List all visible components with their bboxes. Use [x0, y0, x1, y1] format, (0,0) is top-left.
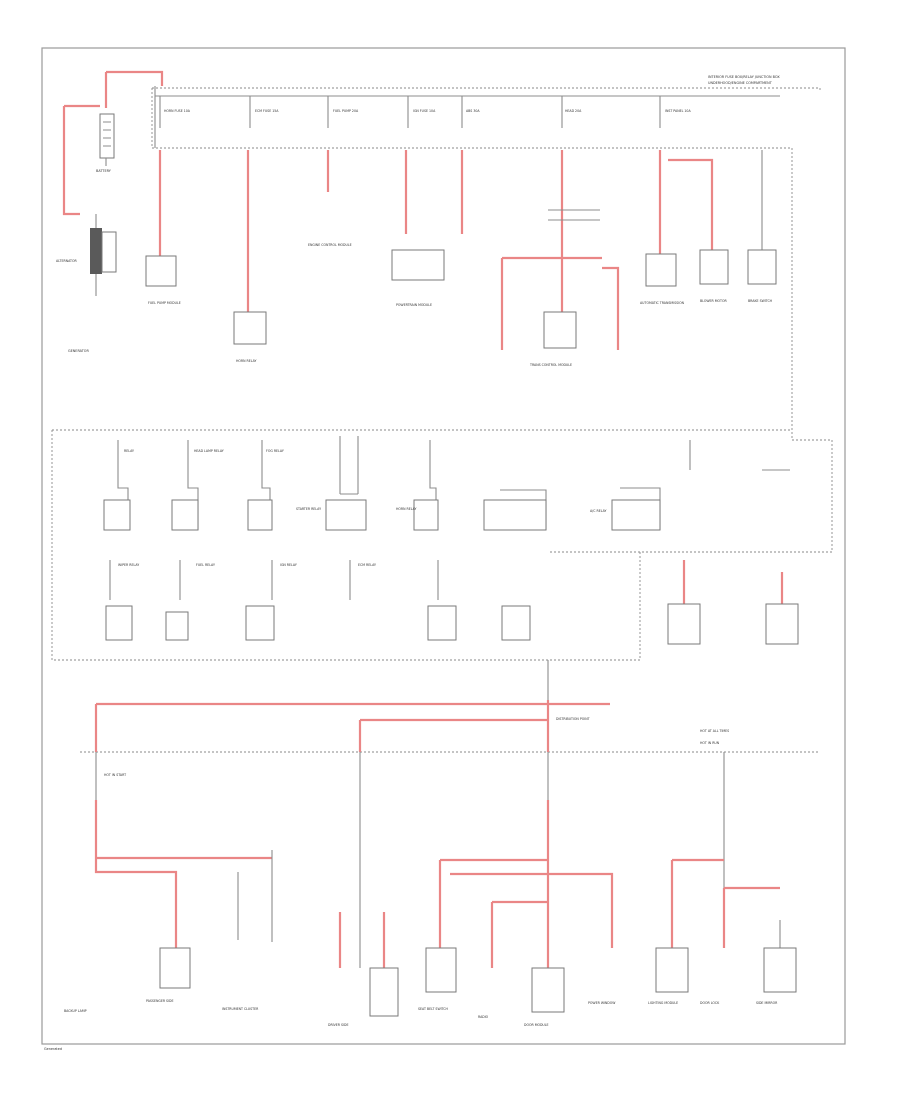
top-component-7: BLOWER MOTOR	[700, 299, 727, 303]
lower-bus-label-2: HOT AT ALL TIMES	[700, 729, 729, 733]
trans-control-module-box	[543, 311, 577, 349]
lower-component-10: DOOR LOCK	[700, 1001, 720, 1005]
top-component-4: POWERTRAIN MODULE	[396, 303, 432, 307]
wire-trans-branch	[500, 256, 620, 350]
wire-driver-side	[338, 912, 386, 968]
lower-component-9: LIGHTING MODULE	[648, 1001, 678, 1005]
battery-icon	[99, 113, 115, 159]
generator-label: GENERATOR	[68, 349, 89, 353]
top-fusebox-outline	[151, 87, 821, 440]
wire-auto-trans	[658, 150, 714, 254]
header-line-2: UNDERHOOD/ENGINE COMPARTMENT	[708, 81, 773, 85]
blower-motor-box	[699, 249, 729, 285]
wire-seat-belt	[438, 858, 614, 948]
diagram-frame	[41, 47, 846, 1045]
top-fuse-7: INST PANEL 10A	[665, 109, 691, 113]
top-component-3: ENGINE CONTROL MODULE	[308, 243, 352, 247]
instrument-cluster-box	[369, 967, 399, 1017]
wire-power-window	[490, 900, 548, 968]
wire-door-lock	[722, 886, 780, 948]
battery-positive-wire	[106, 70, 164, 86]
generator-2-box	[765, 603, 799, 645]
distribution-mid-drop	[358, 718, 548, 752]
generator-icon	[90, 228, 117, 274]
mid-label-5: HORN RELAY	[396, 507, 417, 511]
auto-transmission-box	[645, 253, 677, 287]
top-fuse-droppers	[159, 96, 661, 128]
lower-component-7: POWER WINDOW	[588, 1001, 616, 1005]
lower-component-4: DRIVER SIDE	[328, 1023, 348, 1027]
alternator-note: ALTERNATOR	[56, 259, 77, 263]
lower-component-11: SIDE MIRROR	[756, 1001, 778, 1005]
top-component-6: AUTOMATIC TRANSMISSION	[640, 301, 685, 305]
top-fuse-2: ECM FUSE 15A	[255, 109, 279, 113]
side-mirror-box	[763, 947, 797, 993]
mid-label-10: ECM RELAY	[358, 563, 376, 567]
top-component-8: BRAKE SWITCH	[748, 299, 773, 303]
backup-lamp-box	[159, 947, 191, 989]
seat-belt-switch-box	[425, 947, 457, 993]
mid-label-6: A/C RELAY	[590, 509, 607, 513]
lower-component-6: DOOR MODULE	[524, 1023, 549, 1027]
lower-component-3: INSTRUMENT CLUSTER	[222, 1007, 259, 1011]
lower-component-2: PASSENGER SIDE	[146, 999, 174, 1003]
brake-switch-box	[747, 249, 777, 285]
battery-label: BATTERY	[96, 169, 112, 173]
lighting-lower-box	[655, 947, 689, 993]
lower-bus-label-3: HOT IN RUN	[700, 741, 720, 745]
top-fuse-3: FUEL PUMP 20A	[333, 109, 359, 113]
lower-fusebox-outline	[51, 430, 641, 661]
top-component-2: HORN RELAY	[236, 359, 257, 363]
mid-label-3: FOG RELAY	[266, 449, 284, 453]
mid-label-1: RELAY	[124, 449, 134, 453]
lower-component-8: RADIO	[478, 1015, 489, 1019]
lower-bus-label-4: HOT IN START	[104, 773, 126, 777]
mid-relay-group	[103, 436, 790, 641]
lower-component-5: SEAT BELT SWITCH	[418, 1007, 449, 1011]
lower-droppers	[95, 752, 725, 800]
mid-label-9: IGN RELAY	[280, 563, 297, 567]
lower-component-1: BACKUP LAMP	[64, 1009, 87, 1013]
powertrain-module-box	[391, 249, 445, 281]
mid-label-2: HEAD LAMP RELAY	[194, 449, 224, 453]
top-fuse-1: HORN FUSE 10A	[164, 109, 191, 113]
wire-backup-lamp	[94, 800, 178, 948]
horn-relay-box	[233, 311, 267, 345]
fuel-pump-module-box	[145, 255, 177, 287]
mid-label-7: WIPER RELAY	[118, 563, 139, 567]
mid-label-8: FUEL RELAY	[196, 563, 215, 567]
top-fuse-4: IGN FUSE 10A	[413, 109, 436, 113]
mid-fusebox-outline	[52, 429, 833, 553]
mid-label-4: STARTER RELAY	[296, 507, 321, 511]
top-fuse-5: ABS 30A	[466, 109, 480, 113]
door-module-box	[531, 967, 565, 1013]
footer-label: Generated	[44, 1047, 62, 1051]
generator-feed-side	[62, 106, 80, 216]
top-component-5: TRANS CONTROL MODULE	[529, 363, 572, 367]
wire-lighting-lower	[670, 858, 724, 948]
top-fuse-6: HEAD 20A	[565, 109, 582, 113]
top-component-1: FUEL PUMP MODULE	[148, 301, 181, 305]
lower-bus-label-1: DISTRIBUTION POINT	[556, 717, 590, 721]
header-line-1: INTERIOR FUSE BOX/RELAY JUNCTION BOX	[708, 75, 780, 79]
lighting-module-box	[667, 603, 701, 645]
